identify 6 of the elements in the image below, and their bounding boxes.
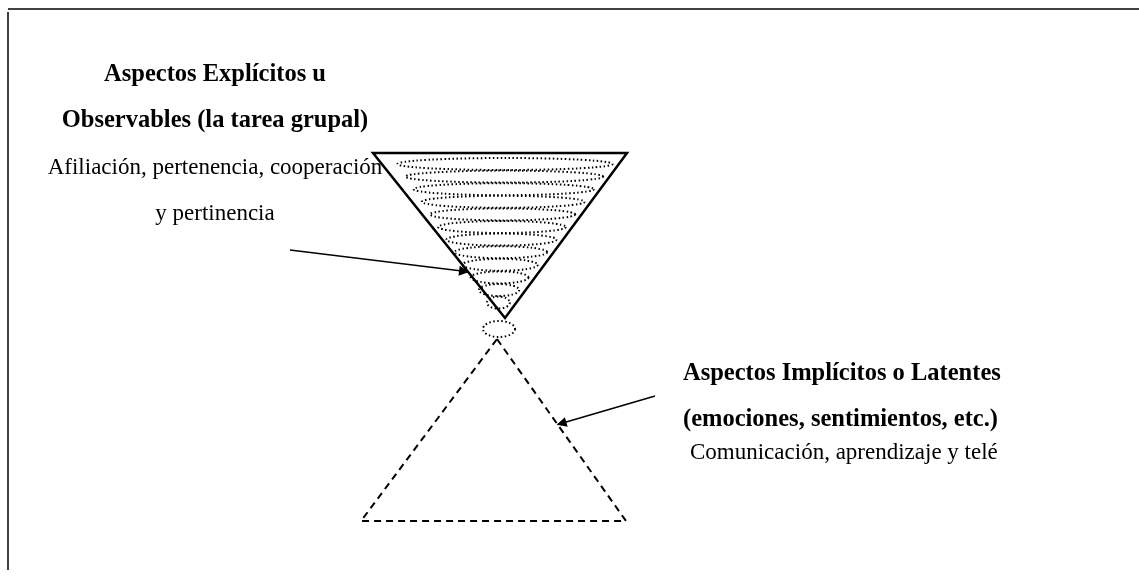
description-text: Afiliación, pertenencia, cooperación y pertinencia — [46, 153, 384, 227]
section-heading: Aspectos Implícitos o Latentes (emociones, sentimientos, etc.) — [683, 357, 1002, 433]
arrow — [556, 395, 656, 427]
description-text: Comunicación, aprendizaje y telé — [690, 438, 999, 466]
arrow — [289, 249, 470, 276]
section-heading: Aspectos Explícitos u Observables (la tarea grupal) — [60, 58, 370, 135]
